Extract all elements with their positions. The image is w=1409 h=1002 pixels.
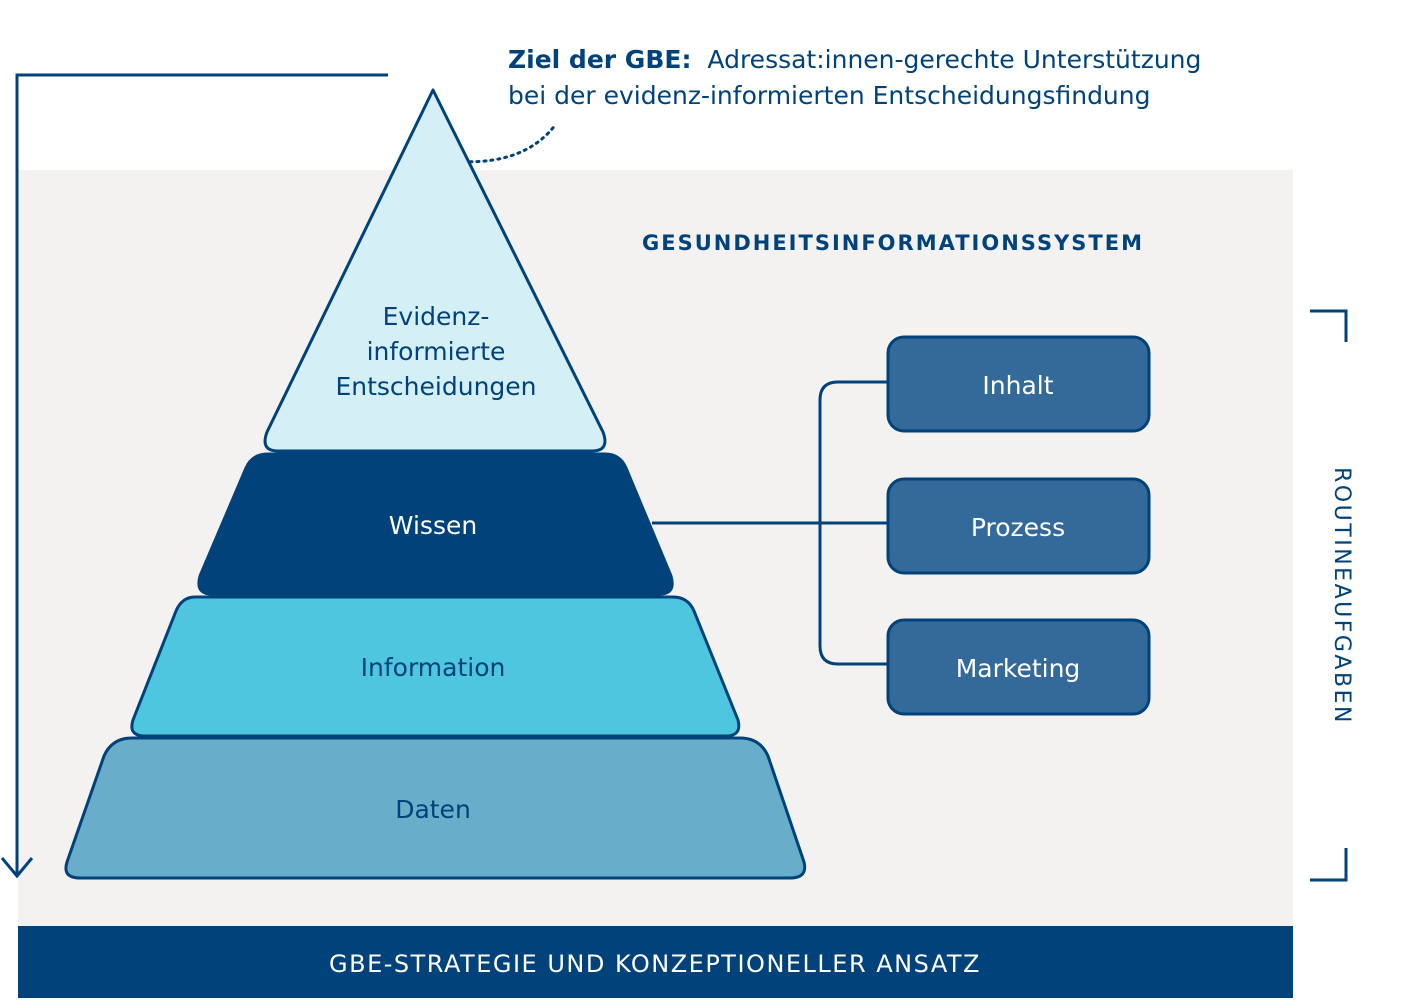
pyramid-level-daten xyxy=(64,736,807,880)
system-title: GESUNDHEITSINFORMATIONSSYSTEM xyxy=(642,231,1144,255)
goal-line-2: bei der evidenz-informierten Entscheidun… xyxy=(508,81,1151,110)
box-inhalt-label: Inhalt xyxy=(982,371,1053,400)
feedback-arrow-line xyxy=(15,73,388,874)
goal-line-1-text: Adressat:innen-gerechte Unterstützung xyxy=(707,45,1201,74)
pyramid-label-apex-3: Entscheidungen xyxy=(335,372,536,401)
pyramid-label-information: Information xyxy=(361,653,506,682)
box-marketing-label: Marketing xyxy=(956,654,1081,683)
bracket-top-right xyxy=(1310,309,1348,342)
box-prozess xyxy=(886,477,1151,575)
footer-text: GBE-STRATEGIE UND KONZEPTIONELLER ANSATZ xyxy=(329,950,981,978)
pyramid-level-information xyxy=(130,595,741,738)
goal-line-1: Ziel der GBE: Adressat:innen-gerechte Un… xyxy=(508,45,1201,74)
goal-dotted-connector xyxy=(433,122,558,164)
side-label-routineaufgaben: ROUTINEAUFGABEN xyxy=(1329,467,1354,725)
pyramid-apex xyxy=(263,88,607,453)
pyramid-level-wissen xyxy=(197,452,674,596)
box-marketing xyxy=(886,618,1151,716)
pyramid-label-daten: Daten xyxy=(395,795,471,824)
connector-bracket xyxy=(818,380,888,666)
box-prozess-label: Prozess xyxy=(971,513,1065,542)
box-inhalt xyxy=(886,335,1151,433)
bracket-bottom-right xyxy=(1310,848,1348,882)
pyramid-label-wissen: Wissen xyxy=(389,511,477,540)
pyramid-label-apex-2: informierte xyxy=(367,337,506,366)
goal-label-bold: Ziel der GBE: xyxy=(508,45,691,74)
feedback-arrow-head xyxy=(0,857,34,879)
pyramid-label-apex-1: Evidenz- xyxy=(383,302,490,331)
footer-bar xyxy=(18,926,1293,998)
